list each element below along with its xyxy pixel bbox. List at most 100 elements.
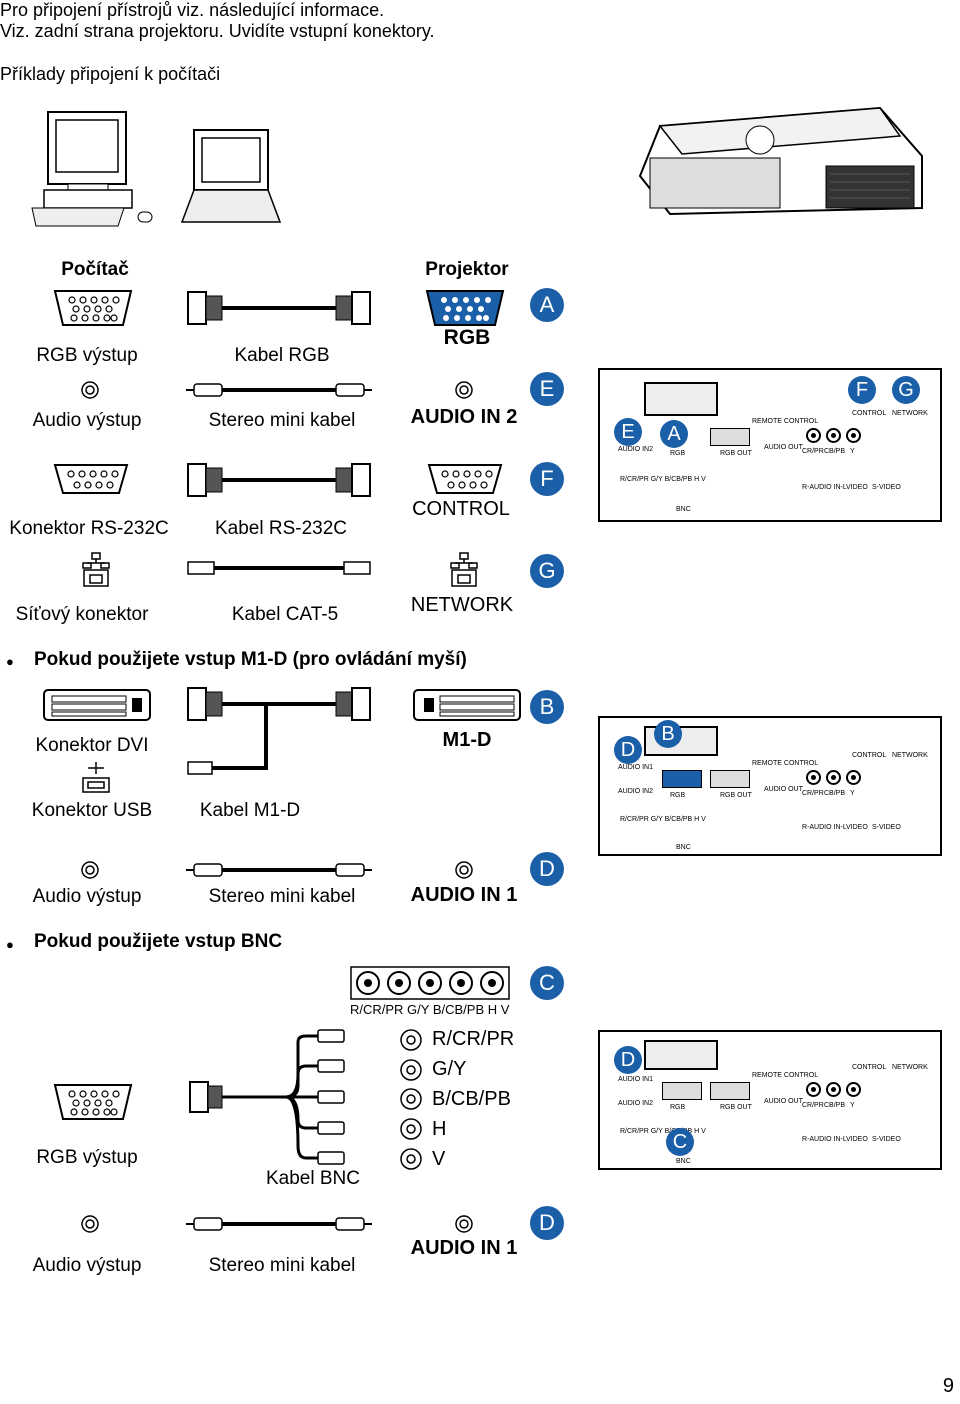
panel3-audio-in2: AUDIO IN2 <box>618 1100 654 1107</box>
bnc-list-v: V <box>432 1148 446 1170</box>
panel3-y-jack-icon <box>846 1082 861 1097</box>
projector-rear-panel-1: AUDIO IN2 RGB RGB OUT REMOTE CONTROL AUD… <box>598 368 942 522</box>
network-port-icon <box>82 552 110 587</box>
panel3-rgb-port-icon <box>662 1082 702 1100</box>
rs232-cable-label: Kabel RS-232C <box>214 518 348 539</box>
control-port-icon <box>427 464 503 494</box>
m1d-bullet-heading: Pokud použijete vstup M1-D (pro ovládání… <box>34 649 467 670</box>
control-label: CONTROL <box>412 498 510 520</box>
panel2-y-jack-icon <box>846 770 861 785</box>
bnc-cable-icon <box>189 1029 345 1165</box>
panel2-remote: REMOTE CONTROL <box>752 760 819 767</box>
bnc-list-r: R/CR/PR <box>432 1028 515 1050</box>
column-projector: Projektor <box>425 259 509 280</box>
cb-jack-icon <box>826 428 841 443</box>
panel3-video: VIDEO <box>846 1136 868 1143</box>
stereo-cable-label-2: Stereo mini kabel <box>208 886 356 907</box>
panel1-cr: CR/PR <box>802 448 824 455</box>
audio-output-label-3: Audio výstup <box>32 1255 142 1276</box>
audio-in1-jack-icon-2 <box>455 1215 473 1233</box>
projector-rgb-port-icon <box>425 290 505 326</box>
panel3-remote: REMOTE CONTROL <box>752 1072 819 1079</box>
panel3-rgb-out-port-icon <box>710 1082 750 1100</box>
audio-in-1-label-2: AUDIO IN 1 <box>410 1237 518 1259</box>
audio-in-jack-icon <box>455 381 473 399</box>
m1d-port-icon <box>413 689 521 721</box>
rgb-cable-icon <box>187 291 371 325</box>
dvi-connector-icon <box>43 689 151 721</box>
panel1-rgb-out: RGB OUT <box>720 450 752 457</box>
panel2-bnc-row: R/CR/PR G/Y B/CB/PB H V <box>620 816 706 823</box>
rgb-output-label: RGB výstup <box>36 345 138 366</box>
bnc-cable-label: Kabel BNC <box>266 1168 360 1189</box>
page-number: 9 <box>942 1375 954 1397</box>
marker-b: B <box>530 690 564 724</box>
m1d-cable-label: Kabel M1-D <box>199 800 301 821</box>
y-jack-icon <box>846 428 861 443</box>
stereo-cable-label: Stereo mini kabel <box>208 410 356 431</box>
computers-illustration <box>31 111 282 227</box>
projector-illustration <box>638 106 923 216</box>
panel2-cb: CB/PB <box>824 790 846 797</box>
panel3-cb-jack-icon <box>826 1082 841 1097</box>
panel3-y: Y <box>850 1102 855 1109</box>
rs232-cable-icon <box>187 463 371 497</box>
panel3-dvi-port-icon <box>644 1040 718 1070</box>
panel2-r-audio: R-AUDIO IN-L <box>802 824 847 831</box>
panel3-audio-in1: AUDIO IN1 <box>618 1076 654 1083</box>
panel3-rgb: RGB <box>670 1104 686 1111</box>
panel1-network: NETWORK <box>892 410 928 417</box>
bullet-icon: ● <box>6 654 14 669</box>
bnc-header-label: R/CR/PR G/Y B/CB/PB H V <box>350 1002 510 1017</box>
bnc-list-g: G/Y <box>432 1058 467 1080</box>
marker-d: D <box>530 852 564 886</box>
panel1-audio-out: AUDIO OUT <box>764 444 803 451</box>
panel1-rgb: RGB <box>670 450 686 457</box>
panel3-network: NETWORK <box>892 1064 928 1071</box>
bnc-rgb-output-label: RGB výstup <box>36 1147 138 1168</box>
rgb-out-port-icon <box>710 428 750 446</box>
panel2-cr-jack-icon <box>806 770 821 785</box>
m1d-cable-icon <box>187 687 371 775</box>
panel3-cb: CB/PB <box>824 1102 846 1109</box>
panel1-bnc: BNC <box>676 506 691 513</box>
bullet-icon-2: ● <box>6 937 14 952</box>
panel1-marker-a: A <box>660 420 688 448</box>
projector-rear-panel-3: AUDIO IN1 AUDIO IN2 RGB RGB OUT REMOTE C… <box>598 1030 942 1170</box>
section-heading: Příklady připojení k počítači <box>0 64 221 84</box>
rs232-connector-icon <box>53 464 129 494</box>
panel1-y: Y <box>850 448 855 455</box>
projector-network-port-icon <box>450 552 478 587</box>
rs232-connector-label: Konektor RS-232C <box>9 518 169 539</box>
intro-line-1: Pro připojení přístrojů viz. následující… <box>0 0 385 20</box>
panel1-marker-g: G <box>892 376 920 404</box>
cat5-cable-label: Kabel CAT-5 <box>231 604 339 625</box>
intro-line-2: Viz. zadní strana projektoru. Uvidíte vs… <box>0 21 435 41</box>
bnc-list-h: H <box>432 1118 447 1140</box>
panel3-bnc: BNC <box>676 1158 691 1165</box>
panel3-marker-d: D <box>614 1046 642 1074</box>
panel2-audio-in2: AUDIO IN2 <box>618 788 654 795</box>
stereo-mini-cable-icon-2 <box>186 863 372 877</box>
audio-in1-jack-icon <box>455 861 473 879</box>
panel2-rgb-out: RGB OUT <box>720 792 752 799</box>
panel2-control: CONTROL <box>852 752 887 759</box>
panel3-marker-c: C <box>666 1128 694 1156</box>
dvi-connector-label: Konektor DVI <box>35 735 149 756</box>
panel2-y: Y <box>850 790 855 797</box>
panel2-network: NETWORK <box>892 752 928 759</box>
panel2-bnc: BNC <box>676 844 691 851</box>
audio-output-label-2: Audio výstup <box>32 886 142 907</box>
network-connector-label: Síťový konektor <box>15 604 149 625</box>
panel1-control: CONTROL <box>852 410 887 417</box>
panel1-video: VIDEO <box>846 484 868 491</box>
stereo-mini-cable-icon <box>186 383 372 397</box>
audio-in-2-label: AUDIO IN 2 <box>410 406 518 428</box>
marker-a: A <box>530 288 564 322</box>
cat5-cable-icon <box>187 561 371 575</box>
usb-connector-icon <box>82 762 110 793</box>
panel2-audio-in1: AUDIO IN1 <box>618 764 654 771</box>
audio-in-1-label: AUDIO IN 1 <box>410 884 518 906</box>
panel2-cr: CR/PR <box>802 790 824 797</box>
audio-jack-icon-2 <box>81 861 99 879</box>
